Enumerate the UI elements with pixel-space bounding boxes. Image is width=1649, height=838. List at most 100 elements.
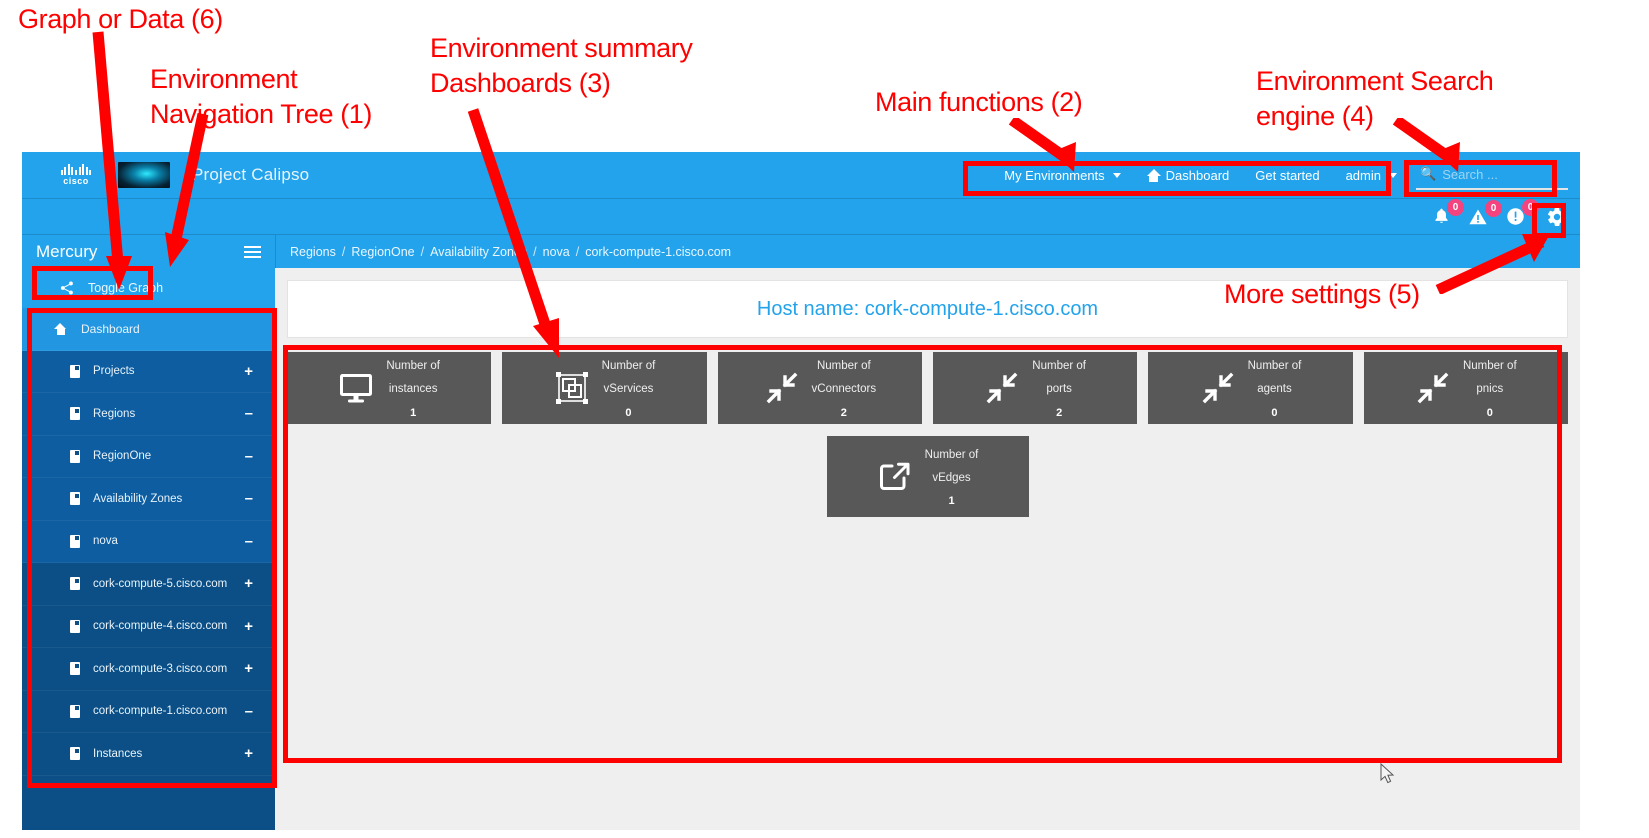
expander-icon[interactable]: –	[244, 532, 253, 550]
tile-label-line1: Number of	[816, 360, 871, 373]
node-icon	[70, 662, 80, 676]
sidebar-item-regionone[interactable]: RegionOne –	[22, 435, 275, 478]
breadcrumb-separator: /	[575, 244, 580, 259]
sidebar-item-label: cork-compute-4.cisco.com	[93, 620, 228, 633]
expander-icon[interactable]: –	[244, 447, 253, 465]
sidebar-item-label: RegionOne	[93, 450, 152, 463]
cisco-logo-icon: cisco	[50, 160, 102, 190]
dashboard-content: Host name: cork-compute-1.cisco.com	[275, 268, 1580, 830]
arrows-collapse-icon	[764, 370, 800, 406]
nav-dashboard-label: Dashboard	[1165, 167, 1230, 183]
sidebar-item-availability-zones[interactable]: Availability Zones –	[22, 478, 275, 521]
sidebar-item-dashboard[interactable]: Dashboard	[22, 308, 275, 351]
breadcrumb-separator: /	[341, 244, 346, 259]
toggle-graph-label: Toggle Graph	[88, 281, 164, 295]
tile-pnics[interactable]: Number of pnics 0	[1363, 352, 1568, 424]
breadcrumb-separator: /	[420, 244, 425, 259]
nav-my-environments-label: My Environments	[1004, 167, 1105, 183]
sidebar-item-label: Regions	[93, 407, 136, 420]
tile-label-line1: Number of	[1247, 360, 1302, 373]
home-icon	[1146, 168, 1161, 182]
nav-dashboard[interactable]: Dashboard	[1134, 152, 1243, 198]
tile-label: Number of vServices 0	[602, 353, 656, 423]
sidebar-item-cork-compute-5[interactable]: cork-compute-5.cisco.com +	[22, 563, 275, 606]
notification-bell[interactable]: 0	[1434, 199, 1464, 225]
page-title: Host name: cork-compute-1.cisco.com	[756, 297, 1099, 320]
tile-vservices[interactable]: Number of vServices 0	[502, 352, 707, 424]
node-icon	[70, 619, 80, 633]
tile-label-line1: Number of	[386, 360, 440, 373]
sidebar-item-cork-compute-3[interactable]: cork-compute-3.cisco.com +	[22, 648, 275, 691]
nav-get-started[interactable]: Get started	[1242, 152, 1332, 198]
tile-label-line1: Number of	[601, 360, 656, 373]
tile-agents[interactable]: Number of agents 0	[1148, 352, 1353, 424]
tile-label-line1: Number of	[924, 448, 979, 461]
annotation-label-navigation-tree: Environment Navigation Tree (1)	[150, 64, 373, 129]
node-icon	[70, 534, 80, 548]
tile-value: 1	[410, 406, 417, 419]
node-icon	[70, 577, 80, 591]
hamburger-icon[interactable]	[244, 245, 261, 258]
tile-label: Number of pnics 0	[1463, 353, 1517, 423]
monitor-icon	[338, 370, 374, 406]
sidebar-item-label: nova	[93, 535, 118, 548]
bell-icon	[1435, 208, 1448, 223]
annotation-label-graph-or-data: Graph or Data (6)	[18, 4, 223, 34]
breadcrumb-item-2[interactable]: Availability Zones	[430, 244, 528, 259]
notification-warning[interactable]: 0	[1469, 199, 1502, 225]
sidebar-item-regions[interactable]: Regions –	[22, 393, 275, 436]
app-header: cisco Project Calipso My Environments Da…	[22, 152, 1580, 198]
sidebar-item-cork-compute-1[interactable]: cork-compute-1.cisco.com –	[22, 690, 275, 733]
notification-warning-badge: 0	[1485, 199, 1502, 217]
tile-value: 0	[1486, 406, 1493, 419]
tile-label-line2: vEdges	[932, 471, 971, 484]
sidebar-item-projects[interactable]: Projects +	[22, 350, 275, 393]
secondary-bar: Mercury Regions / RegionOne / Availabili…	[22, 234, 1580, 268]
tile-vedges[interactable]: Number of vEdges 1	[826, 436, 1029, 517]
vservice-icon	[554, 370, 590, 406]
breadcrumb-item-3[interactable]: nova	[542, 244, 570, 259]
sidebar-item-cork-compute-4[interactable]: cork-compute-4.cisco.com +	[22, 605, 275, 648]
gear-icon	[1547, 207, 1567, 226]
sidebar-item-label: cork-compute-5.cisco.com	[93, 577, 228, 590]
tile-label-line1: Number of	[1032, 360, 1086, 373]
settings-gear-button[interactable]	[1544, 204, 1570, 230]
tile-label-line2: ports	[1046, 383, 1072, 396]
breadcrumb-item-0[interactable]: Regions	[290, 244, 336, 259]
breadcrumb-item-4[interactable]: cork-compute-1.cisco.com	[585, 244, 732, 259]
tile-label-line2: agents	[1257, 383, 1292, 396]
tile-instances[interactable]: Number of instances 1	[287, 352, 492, 424]
annotation-label-search: Environment Search engine (4)	[1256, 66, 1494, 131]
environment-name: Mercury	[36, 241, 98, 261]
expander-icon[interactable]: –	[244, 490, 253, 508]
sidebar-item-nova[interactable]: nova –	[22, 520, 275, 563]
toggle-graph-button[interactable]: Toggle Graph	[22, 268, 275, 308]
sidebar-item-instances[interactable]: Instances +	[22, 733, 275, 776]
annotation-label-main-functions: Main functions (2)	[875, 87, 1083, 117]
tile-label-line2: instances	[388, 383, 438, 396]
tile-label: Number of agents 0	[1248, 353, 1302, 423]
search-input[interactable]: 🔍 Search ...	[1416, 160, 1568, 190]
expander-icon[interactable]: –	[244, 702, 253, 720]
arrows-collapse-icon	[984, 370, 1020, 406]
tile-ports[interactable]: Number of ports 2	[932, 352, 1138, 424]
expander-icon[interactable]: +	[244, 745, 253, 763]
node-icon	[70, 704, 80, 718]
expander-icon[interactable]: +	[244, 660, 253, 678]
notification-error-badge: 0	[1522, 199, 1539, 216]
tile-label-line2: pnics	[1476, 383, 1504, 396]
tile-vconnectors[interactable]: Number of vConnectors 2	[717, 352, 922, 424]
nav-admin[interactable]: admin	[1333, 152, 1410, 198]
notification-error[interactable]: 0	[1507, 199, 1539, 225]
sidebar-item-label: Dashboard	[81, 321, 140, 336]
breadcrumb-item-1[interactable]: RegionOne	[351, 244, 415, 259]
mouse-cursor	[1380, 763, 1395, 784]
node-icon	[70, 364, 80, 378]
nav-my-environments[interactable]: My Environments	[991, 152, 1133, 198]
expander-icon[interactable]: +	[244, 617, 253, 635]
tile-label: Number of ports 2	[1032, 353, 1086, 423]
expander-icon[interactable]: –	[244, 405, 253, 423]
main-area: Toggle Graph Dashboard Projects + Regio	[22, 268, 1580, 830]
expander-icon[interactable]: +	[244, 575, 253, 593]
expander-icon[interactable]: +	[244, 362, 253, 380]
